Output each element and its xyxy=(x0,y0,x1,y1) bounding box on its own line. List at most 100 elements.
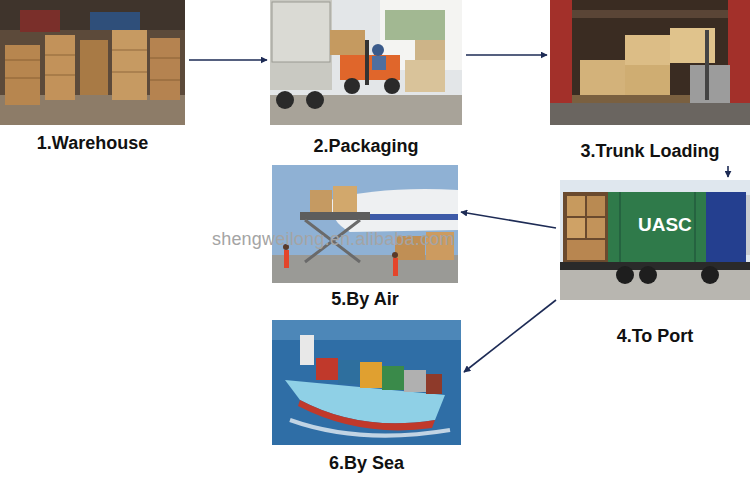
photo-shape xyxy=(706,192,746,262)
photo-shape xyxy=(5,60,40,61)
photo-shape xyxy=(270,95,462,125)
photo-shape xyxy=(0,0,185,125)
photo-shape xyxy=(620,192,695,262)
photo-shape xyxy=(298,400,435,430)
flow-arrow xyxy=(464,300,556,372)
photo-shape xyxy=(560,180,750,300)
photo-shape xyxy=(567,196,585,216)
step-caption: 2.Packaging xyxy=(270,135,462,157)
photo-shape xyxy=(150,80,180,81)
photo-shape xyxy=(360,214,458,220)
photo-shape xyxy=(385,10,445,40)
photo-shape xyxy=(701,266,719,284)
step-caption: 4.To Port xyxy=(560,325,750,347)
photo-shape xyxy=(333,186,357,212)
photo-shape xyxy=(639,266,657,284)
photo-shape xyxy=(587,196,605,216)
photo-shape xyxy=(384,78,400,94)
photo-shape xyxy=(270,0,462,125)
warehouse-photo xyxy=(0,0,185,125)
photo-shape xyxy=(45,35,75,100)
photo-shape xyxy=(625,35,670,65)
photo-shape xyxy=(80,40,108,95)
photo-shape xyxy=(272,165,458,283)
packaging-photo xyxy=(270,0,462,125)
photo-shape xyxy=(272,320,461,445)
watermark-text: shengweilong.en.alibaba.com xyxy=(212,229,455,250)
photo-shape xyxy=(90,12,140,30)
container-ship-photo xyxy=(272,320,461,445)
photo-shape xyxy=(344,78,360,94)
photo-shape xyxy=(625,65,670,95)
container-lettering: UASC xyxy=(638,214,692,236)
step-caption: 1.Warehouse xyxy=(0,132,185,154)
flow-arrow xyxy=(466,54,547,56)
photo-shape xyxy=(567,240,605,260)
photo-step-node: 2.Packaging xyxy=(270,0,462,157)
photo-shape xyxy=(272,2,330,62)
photo-shape xyxy=(306,91,324,109)
photo-shape xyxy=(340,55,400,80)
flow-arrow xyxy=(727,166,729,177)
photo-shape xyxy=(270,0,332,90)
photo-shape xyxy=(316,358,442,394)
flow-arrow xyxy=(461,212,556,228)
truck-loading-photo xyxy=(550,0,750,125)
photo-shape xyxy=(338,360,360,384)
photo-shape xyxy=(5,45,40,105)
step-caption: 3.Trunk Loading xyxy=(550,140,750,162)
photo-shape xyxy=(619,192,621,262)
photo-step-node: 1.Warehouse xyxy=(0,0,185,154)
photo-shape xyxy=(372,44,384,56)
photo-shape xyxy=(563,192,608,262)
photo-shape xyxy=(426,374,442,394)
photo-shape xyxy=(572,10,728,18)
photo-shape xyxy=(550,103,750,125)
photo-shape xyxy=(705,30,709,100)
photo-shape xyxy=(20,10,60,32)
photo-shape xyxy=(300,335,314,365)
photo-shape xyxy=(393,258,398,276)
photo-shape xyxy=(382,366,404,390)
photo-shape xyxy=(5,78,40,79)
photo-shape xyxy=(360,362,382,388)
photo-shape xyxy=(284,250,289,268)
photo-step-node: 6.By Sea xyxy=(272,320,461,474)
air-cargo-photo xyxy=(272,165,458,283)
photo-shape xyxy=(45,75,75,76)
photo-shape xyxy=(392,252,398,258)
photo-shape xyxy=(45,55,75,56)
photo-shape xyxy=(560,262,750,270)
container-truck-photo xyxy=(560,180,750,300)
photo-shape xyxy=(550,0,750,125)
photo-step-node: 3.Trunk Loading xyxy=(550,0,750,162)
photo-shape xyxy=(330,30,365,55)
step-caption: 5.By Air xyxy=(272,288,458,310)
photo-shape xyxy=(365,40,369,85)
photo-step-node: 4.To Port xyxy=(560,180,750,347)
photo-shape xyxy=(112,72,147,73)
photo-shape xyxy=(372,56,386,70)
photo-shape xyxy=(415,40,445,60)
photo-shape xyxy=(567,218,585,238)
photo-shape xyxy=(150,58,180,59)
photo-shape xyxy=(608,192,706,262)
photo-shape xyxy=(587,218,605,238)
step-caption: 6.By Sea xyxy=(272,452,461,474)
photo-shape xyxy=(300,212,370,220)
photo-shape xyxy=(310,190,332,212)
photo-shape xyxy=(694,192,696,262)
photo-shape xyxy=(316,358,338,380)
photo-shape xyxy=(112,50,147,51)
photo-shape xyxy=(405,60,445,92)
photo-shape xyxy=(290,420,450,436)
photo-shape xyxy=(616,266,634,284)
photo-shape xyxy=(404,370,426,392)
flow-arrow xyxy=(189,59,267,61)
photo-shape xyxy=(150,38,180,100)
photo-shape xyxy=(112,30,147,100)
photo-shape xyxy=(5,50,180,80)
photo-shape xyxy=(276,91,294,109)
photo-shape xyxy=(580,60,625,95)
